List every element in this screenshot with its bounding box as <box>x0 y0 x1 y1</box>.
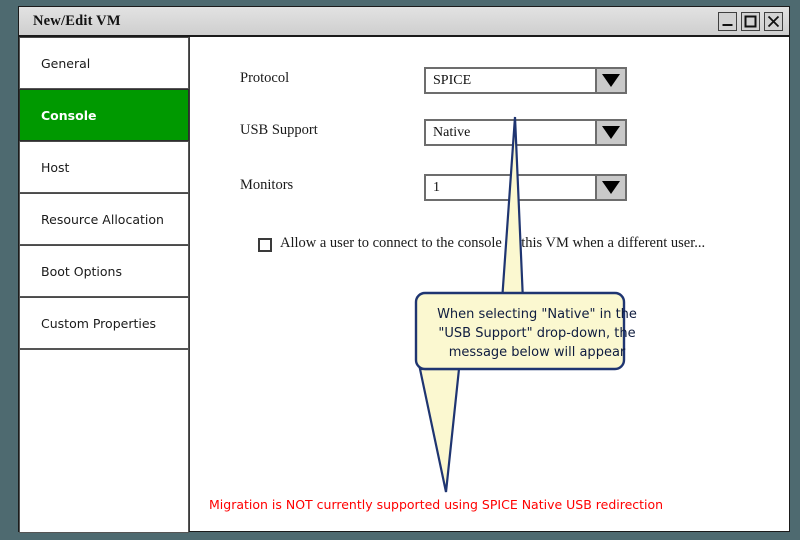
sidebar-item-resource-allocation[interactable]: Resource Allocation <box>19 193 189 245</box>
sidebar-empty-area <box>19 349 189 533</box>
protocol-label: Protocol <box>240 70 290 86</box>
sidebar-item-label: General <box>41 55 91 71</box>
sidebar-item-label: Resource Allocation <box>41 211 164 227</box>
maximize-button[interactable] <box>741 12 760 31</box>
sidebar-item-label: Boot Options <box>41 263 122 279</box>
protocol-dropdown[interactable]: SPICE <box>424 67 627 94</box>
chevron-down-icon[interactable] <box>595 176 625 199</box>
sidebar-item-label: Host <box>41 159 70 175</box>
vm-dialog-window: New/Edit VM General Console Host <box>18 6 790 533</box>
allow-console-connect-checkbox[interactable] <box>258 238 272 252</box>
sidebar-item-console[interactable]: Console <box>19 89 189 141</box>
monitors-label: Monitors <box>240 177 294 193</box>
migration-warning-text: Migration is NOT currently supported usi… <box>209 497 664 512</box>
minimize-button[interactable] <box>718 12 737 31</box>
sidebar-item-label: Console <box>41 107 97 123</box>
sidebar: General Console Host Resource Allocation… <box>19 37 189 533</box>
protocol-value: SPICE <box>433 72 472 88</box>
sidebar-item-label: Custom Properties <box>41 315 157 331</box>
usb-support-label: USB Support <box>240 122 318 138</box>
callout-text: When selecting "Native" in the "USB Supp… <box>437 307 637 360</box>
sidebar-item-host[interactable]: Host <box>19 141 189 193</box>
allow-console-connect-label: Allow a user to connect to the console o… <box>280 235 706 251</box>
window-title: New/Edit VM <box>33 13 121 29</box>
sidebar-item-boot-options[interactable]: Boot Options <box>19 245 189 297</box>
chevron-down-icon[interactable] <box>595 121 625 144</box>
usb-support-dropdown[interactable]: Native <box>424 119 627 146</box>
form-row-monitors: Monitors 1 <box>190 174 789 204</box>
chevron-down-icon[interactable] <box>595 69 625 92</box>
sidebar-item-general[interactable]: General <box>19 37 189 89</box>
form-row-usb-support: USB Support Native <box>190 119 789 149</box>
minimize-icon <box>722 24 733 26</box>
title-bar: New/Edit VM <box>19 7 789 37</box>
console-settings-panel: Protocol SPICE USB Support Native Monito… <box>189 37 789 531</box>
close-icon <box>767 15 780 28</box>
close-button[interactable] <box>764 12 783 31</box>
sidebar-item-custom-properties[interactable]: Custom Properties <box>19 297 189 349</box>
monitors-value: 1 <box>433 179 440 195</box>
allow-console-connect-row[interactable]: Allow a user to connect to the console o… <box>190 235 789 257</box>
maximize-icon <box>744 15 757 28</box>
form-row-protocol: Protocol SPICE <box>190 67 789 97</box>
usb-support-value: Native <box>433 124 471 140</box>
monitors-dropdown[interactable]: 1 <box>424 174 627 201</box>
